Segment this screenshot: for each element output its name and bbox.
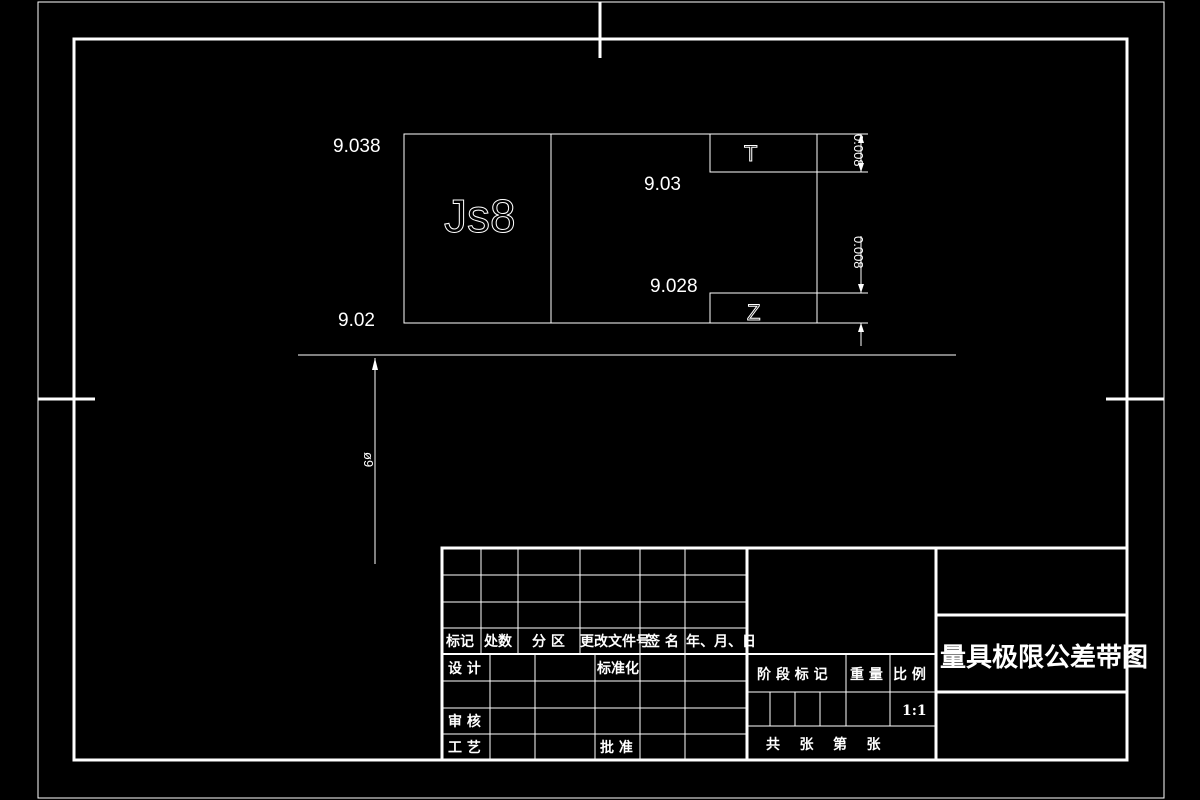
title-block: 标记 处数 分 区 更改文件号 签 名 年、月、日 设 计 标准化 审 核 工 … [440,546,1148,762]
arrow-down-icon [858,163,864,172]
drawing-title: 量具极限公差带图 [940,642,1148,673]
tb-sheets-label: 共 张 第 张 [766,736,881,753]
z-zone-label: Z [747,300,760,325]
gauge-upper-label: 9.03 [644,174,681,195]
js8-zone [403,133,552,324]
arrow-down-icon [858,284,864,293]
t-zone-label: T [744,141,757,166]
z-zone [709,292,818,324]
tb-review-label: 审 核 [448,713,481,730]
tolerance-class-label: Js8 [444,190,516,242]
tb-scale-label: 比 例 [893,666,926,683]
tb-standardize-label: 标准化 [596,660,639,677]
tolerance-diagram: 9.038 9.02 9.03 9.028 0.008 0.008 ø9 Js8… [298,133,956,564]
arrow-up-icon [858,323,864,332]
lower-limit-label: 9.02 [338,310,375,331]
tb-design-label: 设 计 [448,660,481,677]
tb-header-mark: 标记 [445,633,474,650]
tb-header-count: 处数 [483,633,513,650]
tb-process-label: 工 艺 [448,739,481,756]
nominal-label: ø9 [361,452,376,467]
upper-limit-label: 9.038 [333,136,381,157]
tolerance-top-label: 0.008 [851,134,866,167]
tolerance-mid-label: 0.008 [851,236,866,269]
arrow-up-icon [858,134,864,143]
tb-header-sign: 签 名 [645,633,679,650]
tb-header-date: 年、月、日 [686,633,756,650]
tb-stage-mark-label: 阶 段 标 记 [757,666,828,683]
arrow-up-icon [372,358,378,370]
tb-approve-label: 批 准 [600,739,633,756]
tb-header-change-doc: 更改文件号 [580,633,650,650]
t-zone [709,133,818,173]
tb-weight-label: 重 量 [850,666,883,683]
gauge-lower-label: 9.028 [650,276,698,297]
tb-header-zone: 分 区 [532,634,565,650]
outer-border [37,1,1165,799]
tb-scale-value: 1:1 [902,703,927,719]
